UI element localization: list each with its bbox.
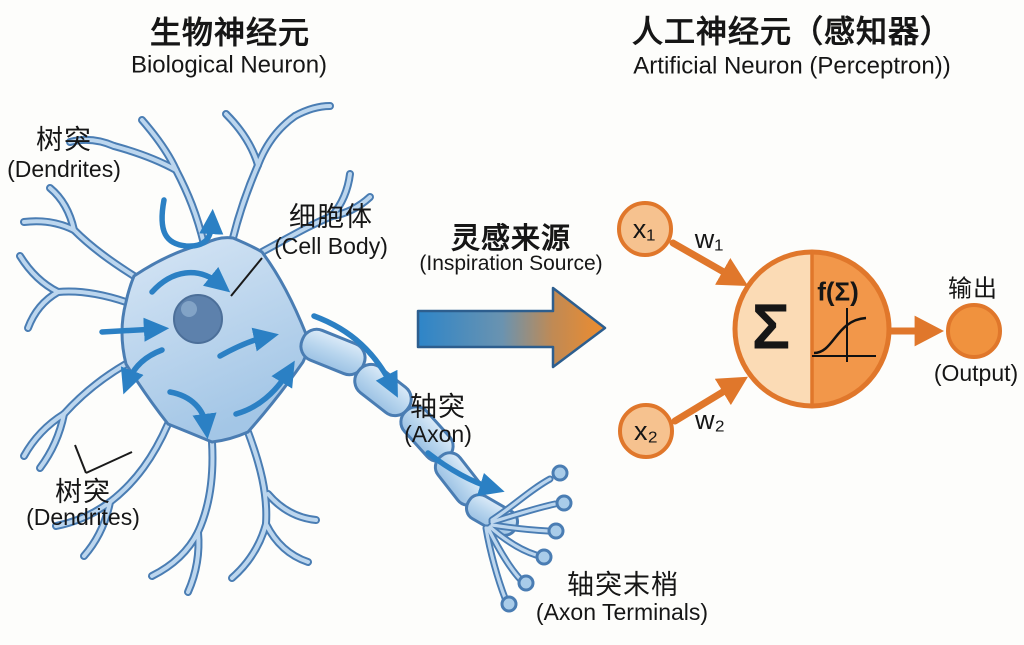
weight-arrows (669, 239, 749, 425)
label-input-x2: x₂ (634, 415, 658, 446)
title-artificial-en: Artificial Neuron (Perceptron)) (633, 52, 951, 80)
label-axon-en: (Axon) (404, 420, 472, 447)
output-node (946, 303, 1002, 359)
inspiration-arrow (416, 286, 607, 369)
label-axon-zh: 轴突 (410, 391, 466, 422)
biological-neuron-illustration (20, 106, 573, 613)
title-biological-en: Biological Neuron) (130, 51, 328, 79)
label-dendrites-top-zh: 树突 (36, 124, 92, 155)
label-output-zh: 输出 (948, 275, 998, 303)
label-output-en: (Output) (933, 359, 1019, 386)
label-input-x1: x₁ (632, 213, 656, 244)
label-cell-body-en: (Cell Body) (274, 232, 388, 259)
label-inspiration-en: (Inspiration Source) (419, 251, 603, 275)
label-dendrites-bottom-en: (Dendrites) (26, 503, 140, 530)
label-pointer-lines (74, 257, 263, 474)
signal-flow-arrows (99, 197, 505, 497)
label-axon-terminals-zh: 轴突末梢 (567, 569, 679, 600)
perceptron-right-half (812, 252, 889, 406)
nucleus (173, 294, 223, 344)
perceptron-left-half (735, 252, 812, 406)
axon-terminal-bulbs (500, 464, 573, 613)
title-biological-zh: 生物神经元 (150, 15, 310, 51)
label-weight-w2: w₂ (695, 404, 725, 435)
label-axon-terminals-en: (Axon Terminals) (535, 598, 709, 625)
label-dendrites-bottom-zh: 树突 (55, 476, 111, 507)
activation-function-plot (812, 308, 876, 362)
label-inspiration-zh: 灵感来源 (450, 222, 572, 255)
perceptron-illustration (617, 201, 1002, 459)
nucleus-highlight (181, 301, 197, 317)
cell-body-shape (120, 236, 309, 444)
label-sum-symbol: Σ (751, 290, 791, 363)
label-weight-w1: w₁ (694, 223, 724, 254)
input-node-x1 (617, 201, 673, 257)
label-cell-body-zh: 细胞体 (289, 201, 373, 232)
label-activation: f(Σ) (817, 276, 859, 307)
title-artificial-zh: 人工神经元（感知器） (632, 14, 952, 50)
input-node-x2 (618, 403, 674, 459)
label-dendrites-top-en: (Dendrites) (7, 155, 121, 182)
